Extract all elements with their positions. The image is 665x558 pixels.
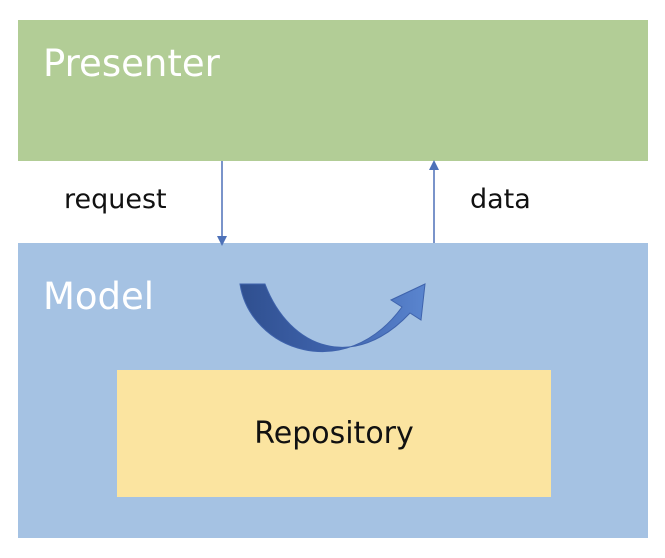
presenter-box: Presenter	[18, 20, 648, 161]
model-title: Model	[43, 275, 155, 318]
repository-box: Repository	[117, 370, 551, 497]
repository-label: Repository	[254, 416, 414, 451]
data-label: data	[470, 184, 531, 215]
presenter-title: Presenter	[43, 42, 220, 85]
request-arrow	[217, 161, 227, 246]
request-label: request	[64, 184, 167, 215]
curved-flow-arrow	[239, 283, 426, 353]
data-arrow	[429, 160, 439, 243]
